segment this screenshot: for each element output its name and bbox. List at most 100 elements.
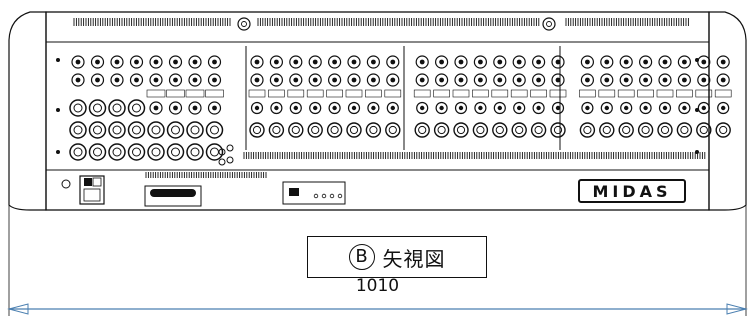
xlr-output: [166, 143, 185, 161]
channel-label-box: [166, 89, 185, 98]
jack-socket: [71, 73, 85, 87]
insert-jack-center: [274, 105, 279, 111]
insert-jack: [367, 101, 380, 115]
jack-socket: [149, 73, 163, 87]
insert-jack: [697, 101, 710, 115]
jack-socket: [580, 73, 595, 87]
jack-socket-center: [536, 59, 541, 65]
insert-jack-center: [585, 105, 590, 111]
jack-socket: [386, 55, 400, 69]
jack-socket-center: [555, 77, 561, 83]
dimension-arrow-left: [7, 303, 29, 315]
jack-socket-center: [585, 59, 590, 65]
xlr-socket-inner: [680, 125, 689, 135]
xlr-socket-inner: [437, 125, 446, 135]
xlr-socket: [492, 122, 508, 138]
insert-jack: [289, 101, 302, 115]
channel-label-box: [306, 89, 324, 98]
jack-socket: [619, 73, 633, 87]
insert-jack: [474, 101, 487, 115]
xlr-output: [69, 121, 87, 139]
jack-socket-center: [293, 77, 299, 83]
channel-label-box: [714, 89, 732, 98]
jack-socket: [473, 55, 487, 69]
extra-jack: [226, 156, 234, 164]
jack-socket: [415, 55, 429, 69]
channel-label-box: [365, 89, 382, 98]
jack-socket: [716, 73, 730, 87]
model-plate: [144, 185, 202, 207]
jack-socket-center: [153, 59, 159, 65]
jack-socket-center: [497, 77, 503, 83]
insert-jack-center: [420, 105, 425, 111]
jack-socket: [129, 73, 144, 87]
xlr-socket-inner: [349, 125, 359, 135]
channel-label-box: [695, 89, 713, 98]
xlr-socket-inner: [602, 125, 611, 135]
jack-socket: [308, 55, 322, 69]
insert-jack: [513, 101, 526, 115]
insert-jack-center: [332, 105, 337, 111]
xlr-output: [186, 121, 204, 139]
jack-socket-center: [516, 59, 522, 65]
jack-socket: [269, 55, 283, 69]
jack-socket-center: [114, 77, 120, 83]
jack-socket: [289, 55, 303, 69]
iec-socket: [83, 188, 101, 202]
lamp-socket: [542, 17, 556, 31]
channel-label-box: [656, 89, 674, 98]
channel-label-box: [617, 89, 635, 98]
xlr-output: [166, 121, 185, 139]
midi-led: [321, 193, 327, 199]
xlr-socket-inner: [495, 125, 504, 135]
jack-socket: [658, 55, 672, 69]
width-dimension-value: 1010: [355, 276, 400, 296]
insert-jack: [454, 101, 468, 115]
xlr-output-inner: [132, 147, 141, 157]
ground-terminal: [61, 179, 71, 189]
midi-led: [329, 193, 335, 199]
jack-socket-center: [212, 77, 217, 83]
jack-socket: [658, 73, 672, 87]
aux-jack: [207, 101, 222, 115]
jack-socket: [328, 55, 342, 69]
insert-jack-center: [624, 105, 629, 111]
insert-jack-center: [701, 105, 706, 111]
jack-socket-center: [293, 59, 299, 65]
jack-socket: [697, 73, 711, 87]
xlr-socket-inner: [622, 125, 631, 135]
xlr-output-inner: [73, 103, 83, 113]
channel-label-box: [452, 89, 470, 98]
channel-label-box: [205, 89, 224, 98]
channel-label-box: [637, 89, 654, 98]
channel-label-box: [384, 89, 402, 98]
jack-socket-center: [312, 77, 318, 83]
xlr-output: [69, 143, 87, 161]
jack-socket: [600, 73, 614, 87]
xlr-output: [88, 143, 107, 161]
jack-socket: [454, 55, 468, 69]
xlr-output: [88, 99, 107, 117]
xlr-output-inner: [93, 125, 102, 135]
xlr-output: [186, 143, 204, 161]
channel-label-box: [676, 89, 693, 98]
insert-jack-center: [536, 105, 541, 111]
iec-power-inlet: [79, 175, 105, 205]
insert-jack-center: [313, 105, 318, 111]
insert-jack-center: [351, 105, 357, 111]
lamp-socket-pin: [241, 21, 247, 27]
lamp-socket: [237, 17, 251, 31]
xlr-output-inner: [190, 147, 200, 157]
xlr-socket: [511, 122, 527, 138]
channel-label-box: [433, 89, 450, 98]
jack-socket: [347, 73, 361, 87]
xlr-socket: [346, 122, 362, 138]
xlr-socket-inner: [456, 125, 466, 135]
xlr-socket: [414, 122, 430, 138]
xlr-output-inner: [210, 125, 219, 135]
insert-jack-center: [293, 105, 298, 111]
xlr-output: [147, 121, 165, 139]
jack-socket-center: [478, 77, 483, 83]
jack-socket-center: [332, 77, 337, 83]
